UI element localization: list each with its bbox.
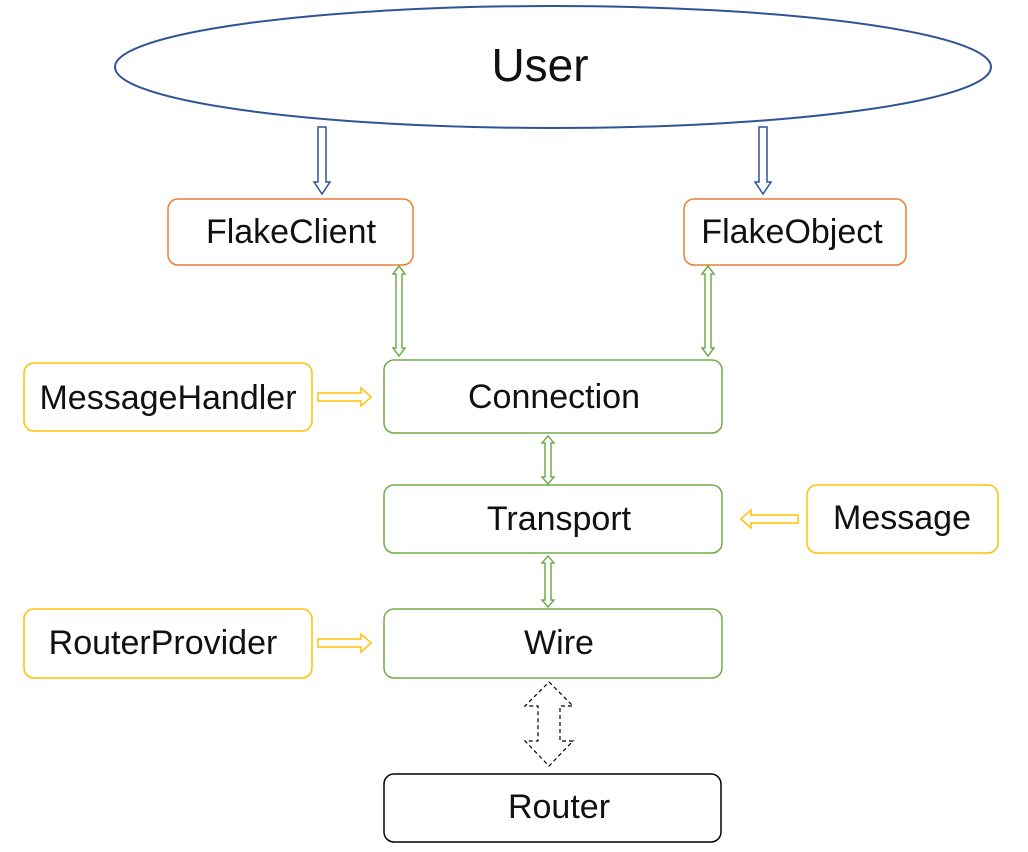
- flakeclient-node: FlakeClient: [167, 198, 414, 266]
- connection-label: Connection: [468, 378, 640, 416]
- routerprovider-label: RouterProvider: [49, 624, 278, 662]
- user-label: User: [491, 39, 588, 91]
- wire-node: Wire: [383, 608, 723, 679]
- messagehandler-connection-arrow: [317, 386, 373, 408]
- user-to-flakeclient-arrow: [312, 126, 332, 196]
- messagehandler-label: MessageHandler: [39, 379, 296, 417]
- flakeclient-label: FlakeClient: [206, 213, 377, 251]
- messagehandler-node: MessageHandler: [23, 362, 313, 432]
- transport-label: Transport: [487, 500, 632, 538]
- transport-node: Transport: [383, 484, 723, 554]
- wire-router-arrow: [523, 681, 575, 767]
- transport-wire-arrow: [540, 554, 556, 609]
- routerprovider-node: RouterProvider: [23, 608, 313, 679]
- message-transport-arrow: [739, 508, 799, 530]
- flakeobject-label: FlakeObject: [701, 213, 883, 251]
- flakeclient-connection-arrow: [391, 264, 407, 358]
- router-node: Router: [383, 773, 722, 843]
- connection-transport-arrow: [540, 434, 556, 486]
- message-label: Message: [833, 499, 971, 537]
- flakeobject-connection-arrow: [700, 264, 716, 358]
- flakeobject-node: FlakeObject: [683, 198, 907, 266]
- wire-label: Wire: [524, 624, 594, 662]
- user-to-flakeobject-arrow: [753, 126, 773, 196]
- routerprovider-wire-arrow: [317, 632, 373, 654]
- connection-node: Connection: [383, 359, 723, 434]
- user-node: User: [114, 5, 992, 129]
- message-node: Message: [806, 484, 999, 554]
- router-label: Router: [508, 788, 610, 826]
